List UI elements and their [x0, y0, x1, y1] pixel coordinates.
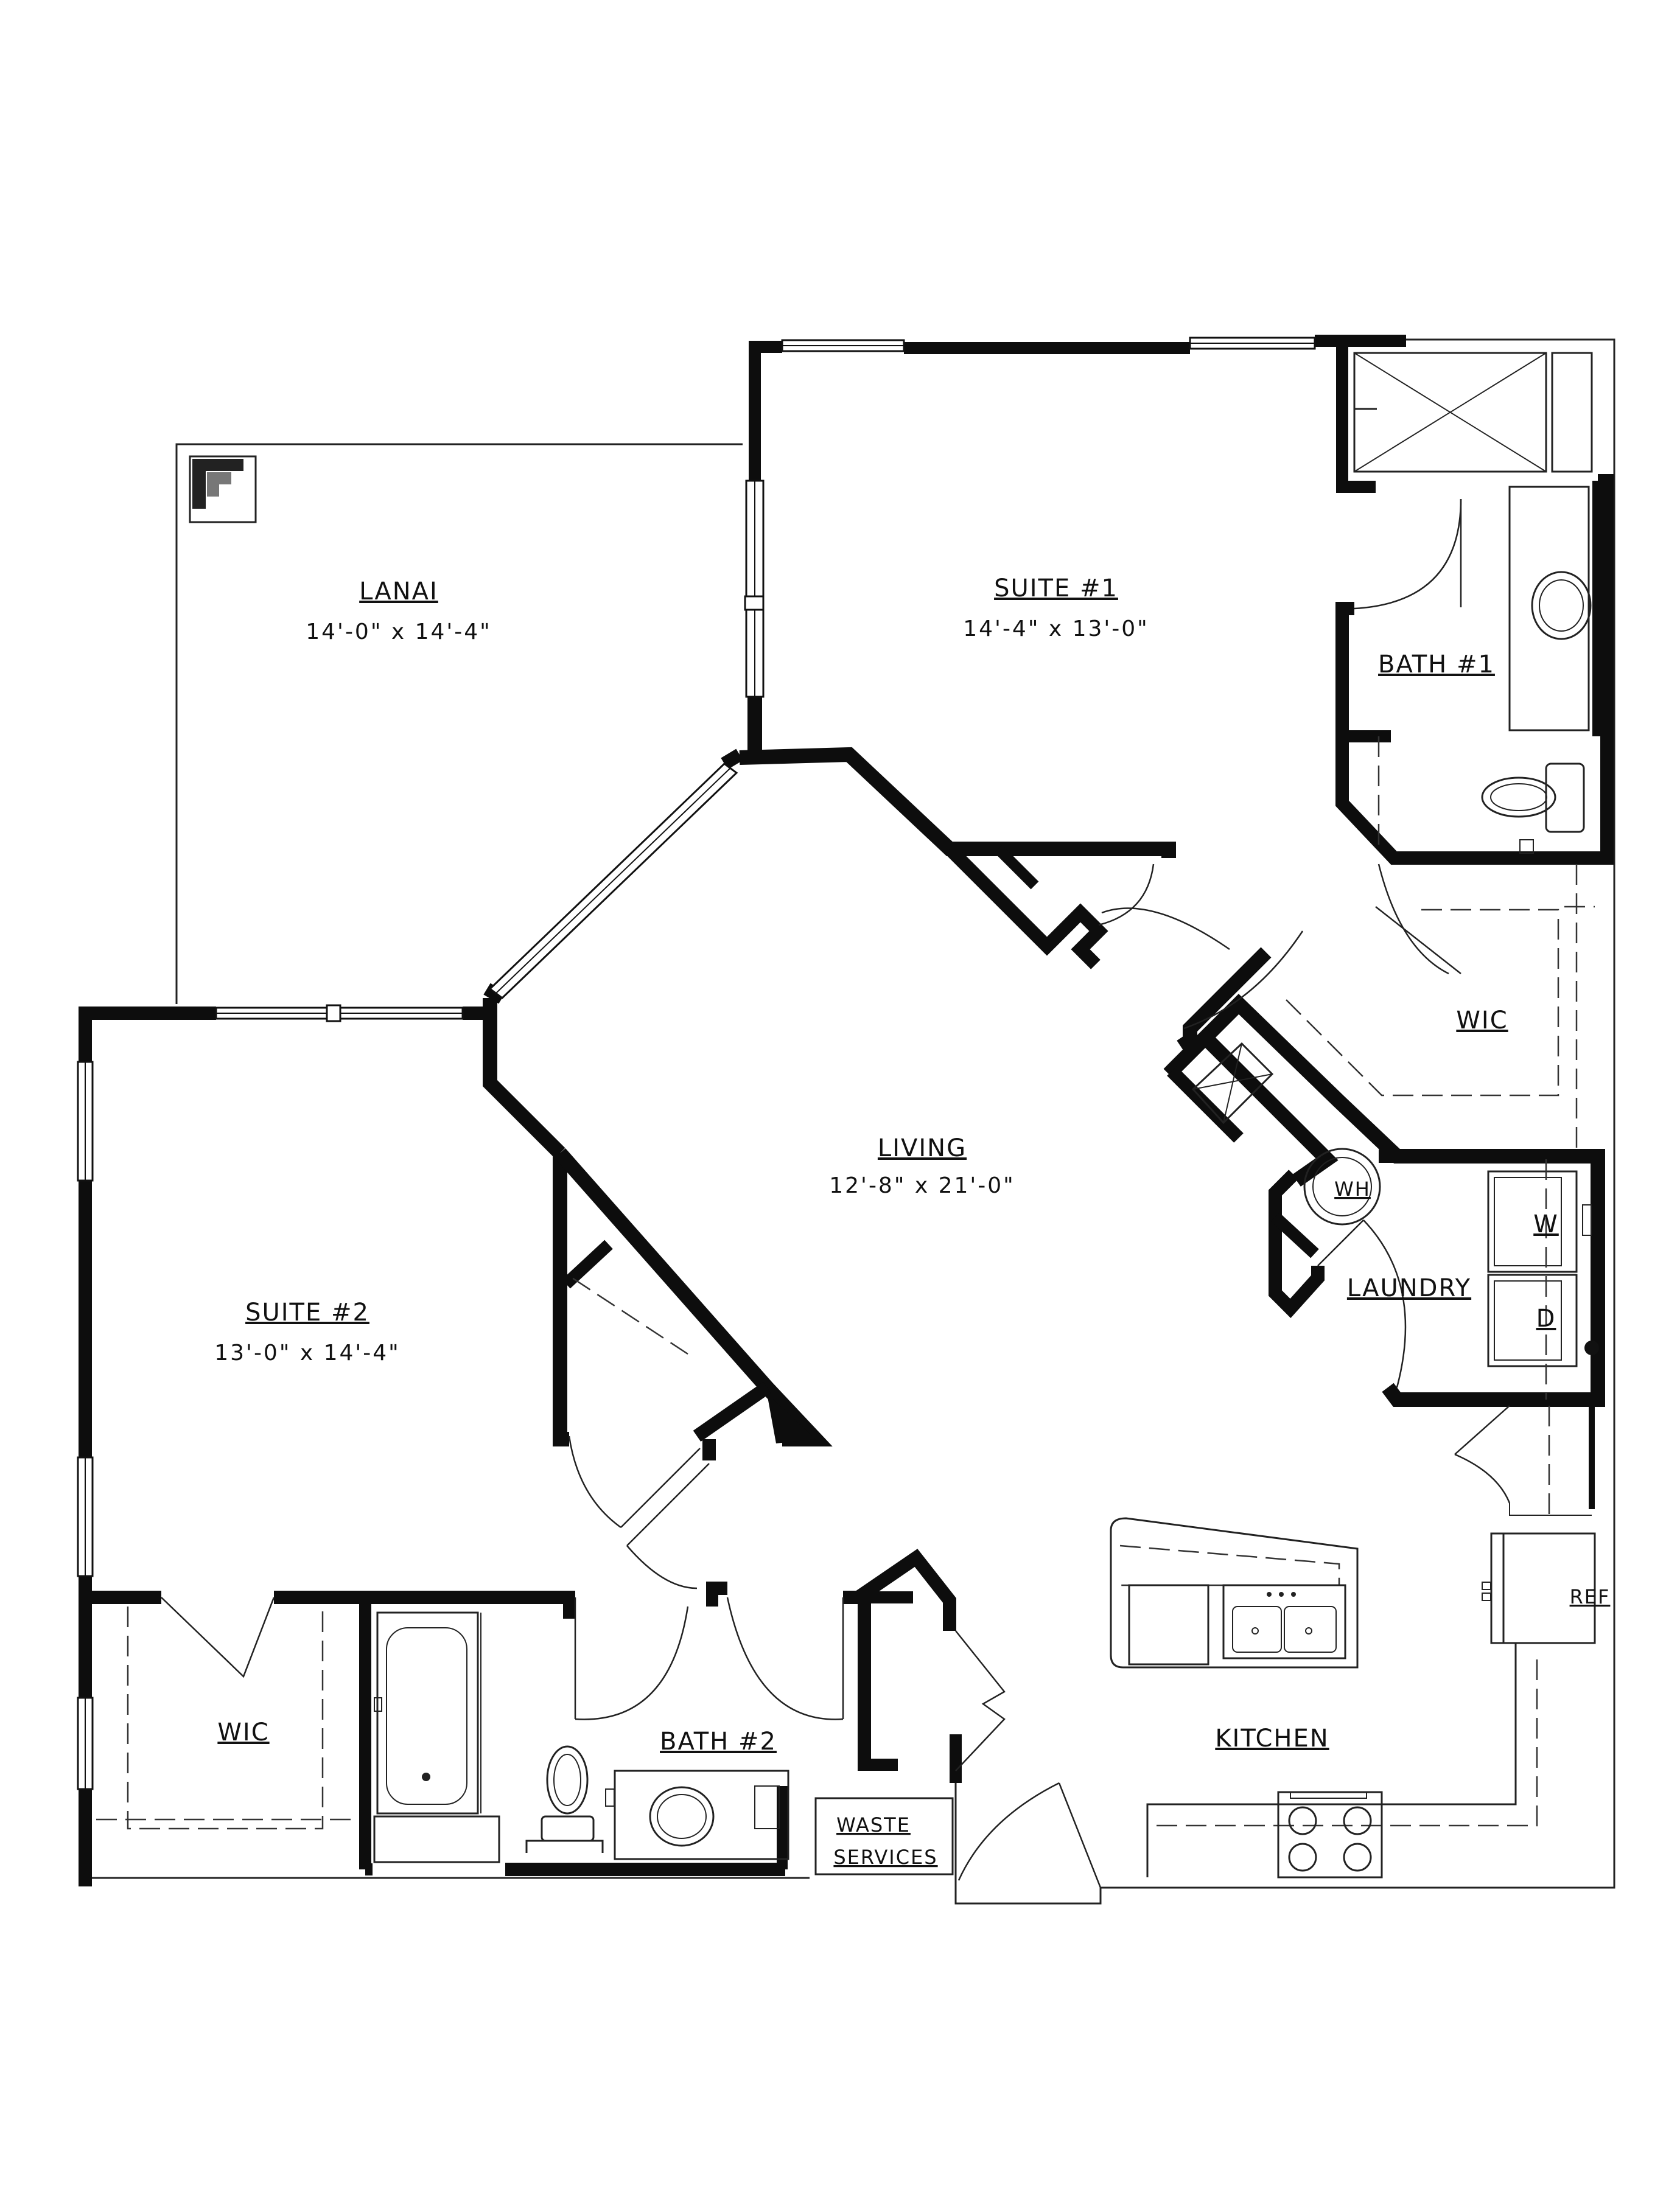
- room-labels: LANAI 14'-0" x 14'-4" SUITE #1 14'-4" x …: [214, 574, 1611, 1869]
- lanai-label: LANAI: [359, 577, 438, 605]
- washer-label: W: [1533, 1210, 1559, 1238]
- living-label: LIVING: [878, 1134, 967, 1162]
- wic2-label: WIC: [217, 1718, 269, 1746]
- suite2-closets: [96, 1277, 688, 1830]
- suite2-label: SUITE #2: [245, 1299, 369, 1327]
- bath1-label: BATH #1: [1378, 651, 1495, 679]
- laundry-appliances: [1487, 1159, 1599, 1400]
- wic1-label: WIC: [1456, 1007, 1508, 1034]
- living-size: 12'-8" x 21'-0": [829, 1173, 1015, 1198]
- lanai-size: 14'-0" x 14'-4": [306, 619, 492, 644]
- outer-outline: [91, 338, 1615, 1905]
- windows: [77, 337, 1316, 1790]
- wic1-shelving: [1284, 864, 1595, 1156]
- bath2-label: BATH #2: [660, 1728, 777, 1756]
- suite2-size: 13'-0" x 14'-4": [214, 1341, 401, 1366]
- suite1-label: SUITE #1: [994, 574, 1118, 602]
- dryer-label: D: [1536, 1305, 1556, 1333]
- walls: [79, 335, 1614, 1886]
- kitchen-label: KITCHEN: [1215, 1725, 1329, 1753]
- kitchen-fixtures: [1110, 1406, 1596, 1879]
- waste-label-line1: WASTE: [836, 1813, 911, 1837]
- wh-label: WH: [1334, 1178, 1371, 1201]
- doors: [161, 498, 1511, 1888]
- lanai-outline: [175, 443, 743, 1004]
- suite1-size: 14'-4" x 13'-0": [963, 616, 1149, 641]
- waste-label-line2: SERVICES: [833, 1846, 937, 1869]
- mechanical: [1191, 1042, 1381, 1226]
- ref-label: REF: [1570, 1585, 1611, 1608]
- bath1-fixtures: [1353, 352, 1593, 854]
- waste-services-box: [814, 1797, 954, 1875]
- bath2-fixtures: [373, 1611, 789, 1863]
- laundry-label: LAUNDRY: [1347, 1274, 1471, 1302]
